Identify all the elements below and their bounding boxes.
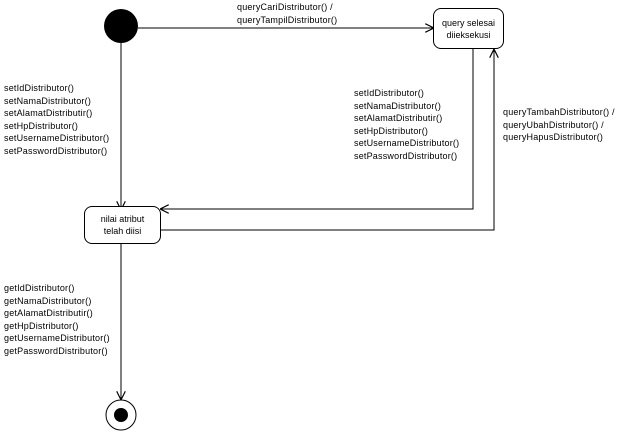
label-line: setHpDistributor()	[4, 120, 79, 131]
state-query-executed-line1: query selesai	[441, 17, 496, 28]
label-line: setUsernameDistributor()	[4, 133, 110, 143]
state-query-executed: query selesai diieksekusi	[433, 8, 504, 49]
label-line: setPasswordDistributor()	[4, 145, 108, 156]
label-line: getHpDistributor()	[4, 320, 79, 331]
state-query-executed-line2: diieksekusi	[446, 29, 491, 40]
label-line: queryTampilDistributor()	[237, 14, 338, 25]
label-attr-to-query: queryTambahDistributor() / queryUbahDist…	[503, 106, 615, 144]
label-line: getNamaDistributor()	[4, 295, 92, 306]
state-attributes-set-line2: telah diisi	[103, 226, 142, 236]
label-line: setAlamatDistributir()	[4, 108, 93, 118]
label-line: setNamaDistributor()	[354, 100, 442, 111]
label-line: queryTambahDistributor() /	[503, 107, 615, 117]
label-line: getPasswordDistributor()	[4, 345, 108, 356]
label-line: setIdDistributor()	[354, 88, 425, 98]
label-line: setIdDistributor()	[4, 83, 75, 93]
final-node-inner	[114, 408, 128, 422]
initial-node	[104, 9, 138, 43]
label-line: setUsernameDistributor()	[354, 138, 460, 148]
label-line: queryHapusDistributor()	[503, 132, 604, 142]
label-start-to-query: queryCariDistributor() / queryTampilDist…	[237, 1, 337, 26]
label-line: queryCariDistributor() /	[237, 2, 333, 12]
label-attr-to-end: getIdDistributor() getNamaDistributor() …	[4, 282, 110, 357]
label-line: queryUbahDistributor() /	[503, 119, 604, 130]
label-query-to-attr: setIdDistributor() setNamaDistributor() …	[354, 87, 459, 162]
label-line: setNamaDistributor()	[4, 95, 92, 106]
label-line: getUsernameDistributor()	[4, 333, 110, 343]
arrow-attr-to-query	[161, 50, 494, 231]
arrow-query-to-attr	[161, 49, 474, 209]
state-attributes-set: nilai atribut telah diisi	[84, 206, 161, 244]
label-line: setHpDistributor()	[354, 125, 429, 136]
label-line: setPasswordDistributor()	[354, 150, 458, 161]
label-line: getIdDistributor()	[4, 283, 75, 293]
label-line: setAlamatDistributir()	[354, 113, 443, 123]
label-line: getAlamatDistributir()	[4, 308, 93, 318]
label-start-to-attr: setIdDistributor() setNamaDistributor() …	[4, 82, 109, 157]
state-attributes-set-line1: nilai atribut	[100, 214, 145, 224]
